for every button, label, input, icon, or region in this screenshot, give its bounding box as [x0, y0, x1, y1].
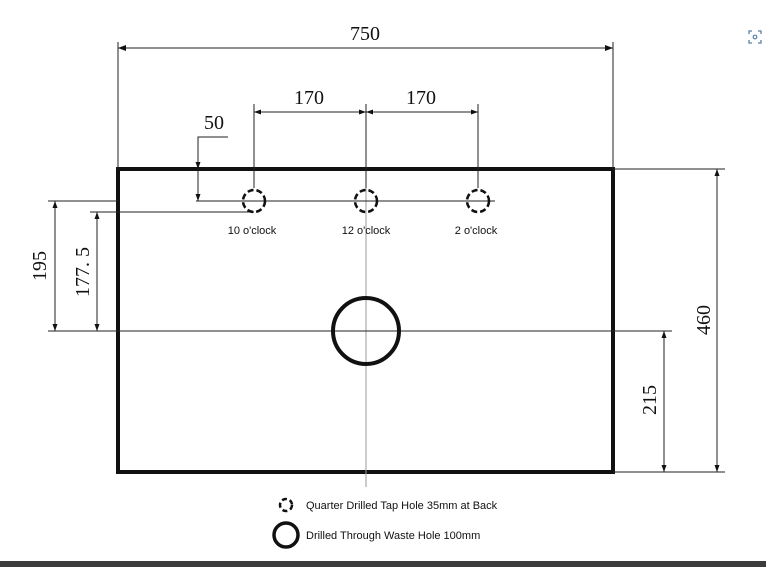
tap-spacing-left-label: 170 — [294, 87, 324, 109]
dim-195-arrow-top — [52, 201, 58, 208]
legend-waste-hole-icon — [272, 521, 300, 549]
tap-hole-12-oclock — [353, 188, 379, 214]
legend-tap-hole-text: Quarter Drilled Tap Hole 35mm at Back — [306, 500, 498, 512]
offset-arrow-top — [195, 162, 201, 169]
dim-195-label: 195 — [29, 251, 51, 281]
width-label: 750 — [350, 23, 380, 45]
tap-spacing-right-label: 170 — [406, 87, 436, 109]
waste-hole — [331, 296, 401, 366]
tap-label-10-oclock: 10 o'clock — [228, 225, 277, 237]
dim-177-arrow-bottom — [94, 324, 100, 331]
waste-arrow-top — [661, 331, 667, 338]
dim-195-arrow-bottom — [52, 324, 58, 331]
offset-label: 50 — [204, 112, 224, 134]
waste-height-label: 215 — [639, 385, 661, 415]
width-arrow-right — [605, 45, 613, 51]
depth-arrow-bottom — [714, 465, 720, 472]
depth-label: 460 — [693, 305, 715, 335]
tap-label-12-oclock: 12 o'clock — [342, 225, 391, 237]
offset-arrow-bottom — [195, 194, 201, 201]
bottom-bar — [0, 561, 766, 567]
legend-waste-hole-text: Drilled Through Waste Hole 100mm — [306, 530, 480, 542]
tap-hole-10-oclock — [241, 188, 267, 214]
screenshot-icon[interactable] — [748, 30, 762, 44]
offset-leader — [197, 136, 228, 201]
tap-arrow-2 — [359, 109, 366, 115]
tap-label-2-oclock: 2 o'clock — [455, 225, 498, 237]
depth-arrow-top — [714, 169, 720, 176]
dim-177-arrow-top — [94, 212, 100, 219]
waste-arrow-bottom — [661, 465, 667, 472]
dim-177-label: 177. 5 — [72, 247, 94, 297]
tap-arrow-4 — [471, 109, 478, 115]
width-arrow-left — [118, 45, 126, 51]
tap-arrow-1 — [254, 109, 261, 115]
tap-hole-2-oclock — [465, 188, 491, 214]
tap-arrow-3 — [366, 109, 373, 115]
legend-tap-hole-icon — [278, 497, 294, 513]
